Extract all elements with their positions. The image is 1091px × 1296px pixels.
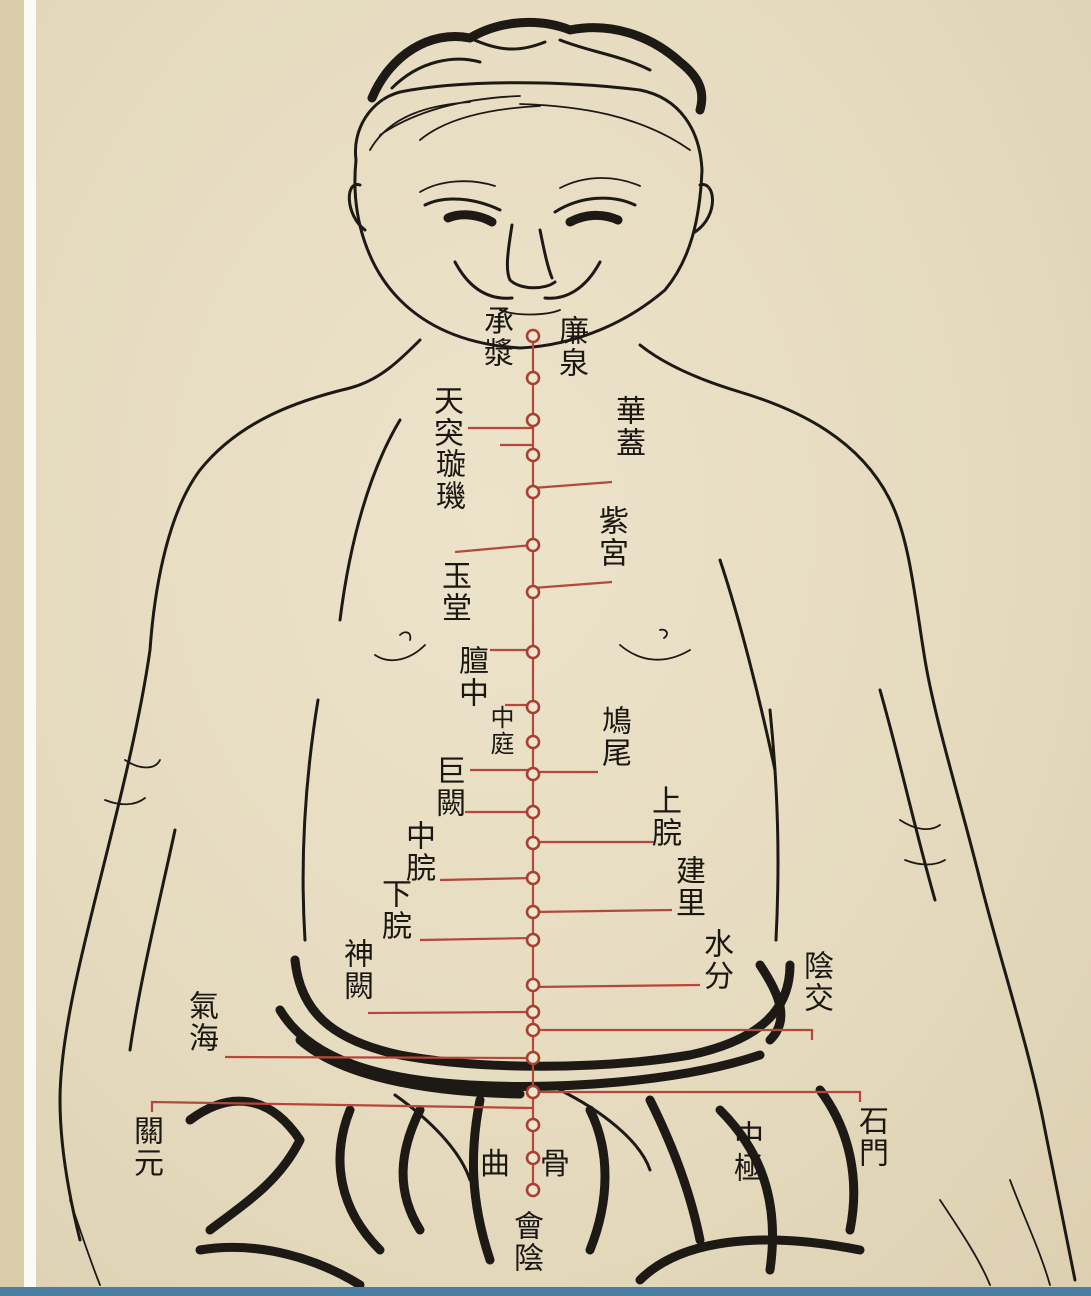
label-yinjiao: 陰交 [800, 950, 830, 1014]
label-jiuwei: 鳩尾 [598, 705, 628, 769]
label-danzhong: 膻中 [455, 645, 485, 709]
label-shenque: 神闕 [340, 938, 370, 1002]
label-jianli: 建里 [672, 855, 702, 919]
label-qugu: 曲骨 [480, 1150, 600, 1180]
label-huagai: 華蓋 [612, 395, 642, 459]
hands [70, 1180, 1050, 1285]
hair [355, 22, 702, 170]
label-shangwan: 上脘 [648, 785, 678, 849]
label-chengjiang: 承漿 [480, 305, 510, 369]
label-shuifen: 水分 [700, 928, 730, 992]
label-yutang: 玉堂 [438, 560, 468, 624]
label-zhongji: 中極 [730, 1120, 760, 1184]
label-xiawan: 下脘 [378, 878, 408, 942]
label-zhongting: 中庭 [488, 705, 512, 757]
body-outline [60, 340, 1075, 1280]
label-huiyin: 會陰 [510, 1210, 540, 1274]
face [349, 160, 712, 348]
label-qihai: 氣海 [185, 990, 215, 1054]
label-zigong: 紫宮 [595, 505, 625, 569]
label-guanyuan: 關元 [130, 1115, 160, 1179]
label-shimen: 石門 [855, 1105, 885, 1169]
label-xuanji: 璇璣 [432, 448, 462, 512]
label-juque: 巨闕 [432, 755, 462, 819]
label-tiantu: 天突 [430, 385, 460, 449]
label-zhongwan: 中脘 [402, 820, 432, 884]
label-lianquan: 廉泉 [555, 315, 585, 379]
bottom-bar [0, 1287, 1091, 1296]
